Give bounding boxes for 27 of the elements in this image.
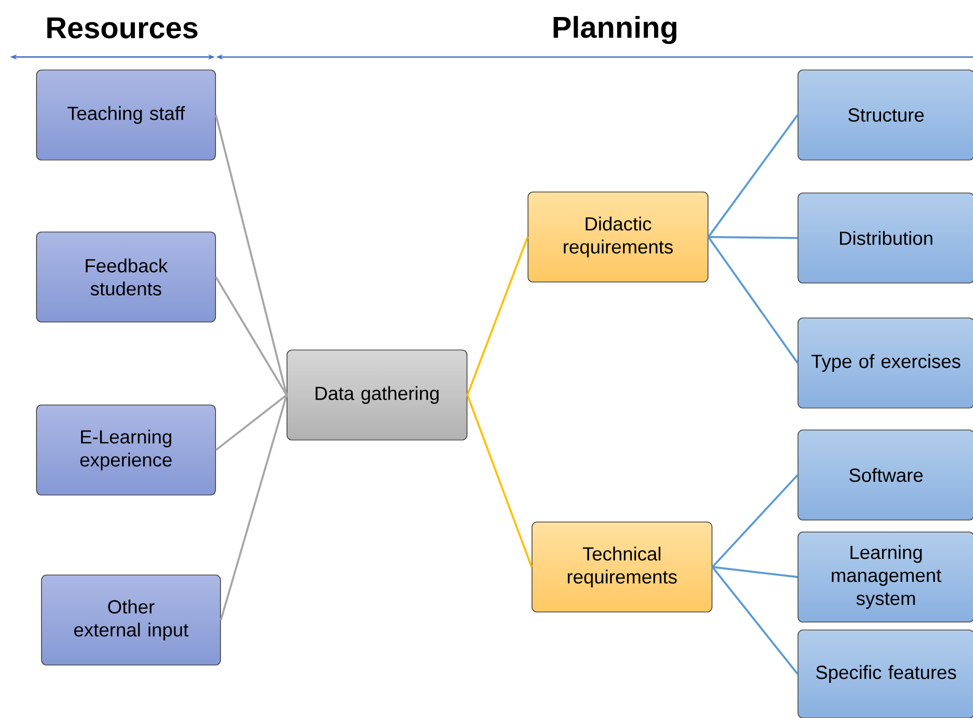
section-heading: Resources [47, 18, 198, 38]
connector-line [466, 236, 529, 396]
connector-line [708, 114, 798, 238]
resource-box: E-Learning experience [36, 404, 216, 496]
resource-box: Teaching staff [36, 70, 216, 160]
connector-line [466, 394, 533, 568]
connector-line [214, 114, 288, 396]
connector-line [712, 474, 798, 568]
connector-line [712, 566, 798, 675]
planning-box: Specific features [798, 630, 973, 718]
connector-line [215, 276, 288, 396]
connector-line [215, 394, 288, 451]
planning-box: Learning management system [798, 532, 973, 622]
section-heading: Planning [554, 16, 676, 44]
requirement-box: Technical requirements [532, 522, 712, 612]
hub-box: Data gathering [286, 350, 468, 440]
requirement-box: Didactic requirements [528, 192, 708, 282]
planning-box: Software [798, 430, 973, 520]
connector-line [220, 394, 288, 620]
planning-box: Type of exercises [798, 318, 973, 408]
resource-box: Other external input [41, 574, 221, 666]
resource-box: Feedback students [36, 232, 216, 322]
planning-box: Distribution [798, 192, 973, 284]
planning-box: Structure [798, 70, 973, 160]
connector-line [712, 566, 798, 578]
connector-line [708, 236, 798, 239]
connector-line [708, 236, 798, 364]
